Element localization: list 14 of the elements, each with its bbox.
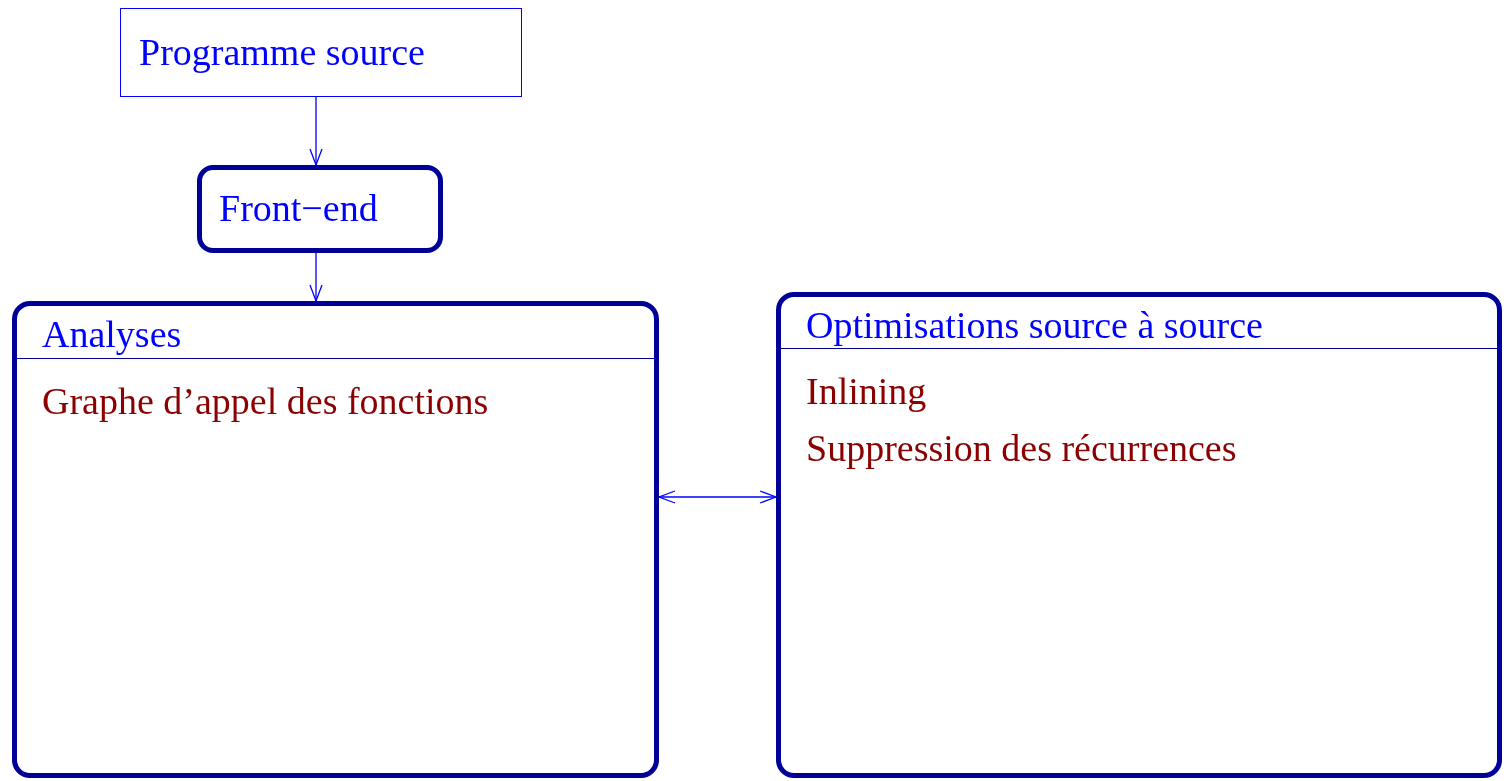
arrow bbox=[309, 252, 323, 302]
panel-box bbox=[776, 292, 1502, 778]
panel-title: Analyses bbox=[42, 313, 182, 355]
box-label: Front−end bbox=[219, 186, 378, 232]
arrow bbox=[309, 96, 323, 166]
list-item: Graphe d’appel des fonctions bbox=[42, 379, 489, 424]
process-box bbox=[197, 165, 443, 253]
arrow bbox=[658, 490, 777, 504]
list-item: Inlining bbox=[806, 369, 927, 414]
process-box bbox=[120, 8, 522, 97]
box-label: Programme source bbox=[139, 29, 425, 75]
panel-title: Optimisations source à source bbox=[806, 304, 1263, 346]
list-item: Suppression des récurrences bbox=[806, 426, 1237, 471]
panel-box bbox=[12, 301, 659, 778]
